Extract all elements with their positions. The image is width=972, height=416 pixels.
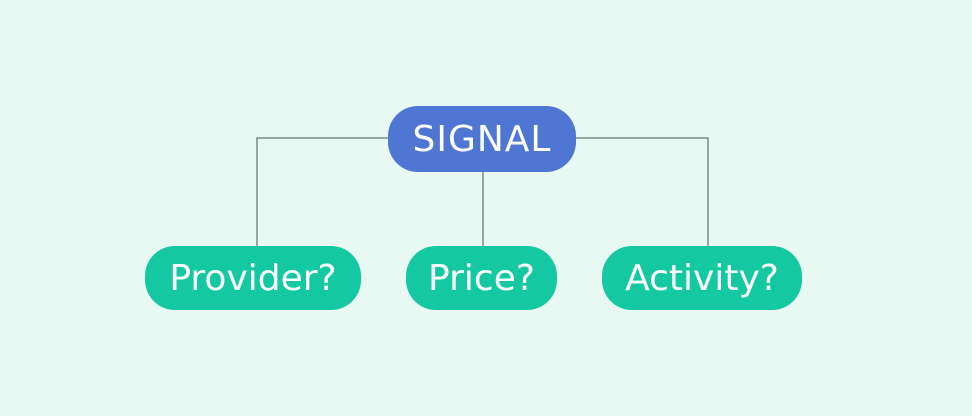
root-node-signal: SIGNAL	[388, 106, 576, 172]
child-node-provider: Provider?	[145, 246, 361, 310]
child-node-activity: Activity?	[602, 246, 802, 310]
child-node-label: Provider?	[169, 257, 337, 299]
child-node-label: Price?	[428, 257, 535, 299]
connector-provider	[256, 137, 388, 246]
root-node-label: SIGNAL	[412, 118, 552, 160]
connector-activity	[576, 137, 709, 246]
child-node-price: Price?	[406, 246, 557, 310]
child-node-label: Activity?	[625, 257, 779, 299]
